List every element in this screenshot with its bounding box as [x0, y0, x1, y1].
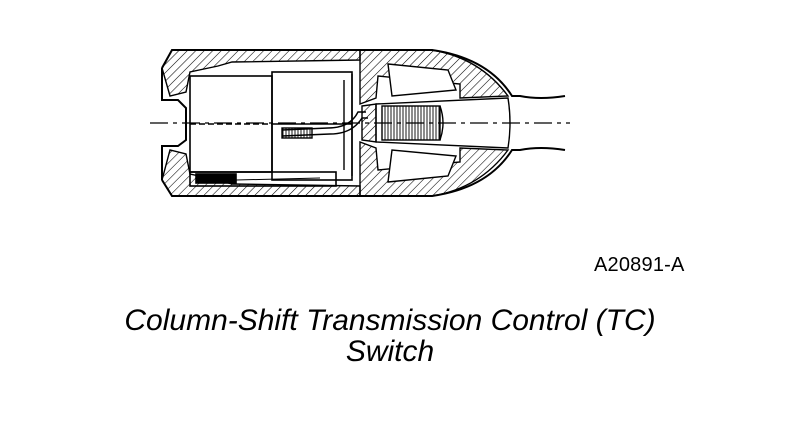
- switch-insert: [189, 71, 353, 187]
- housing-wall-lower: [161, 140, 510, 197]
- caption-line-2: Switch: [345, 335, 435, 368]
- figure-reference-code: A20891-A: [594, 254, 685, 276]
- caption-line-1: Column-Shift Transmission Control (TC): [124, 304, 656, 337]
- housing-wall-upper: [161, 49, 510, 106]
- contact-strip: [281, 74, 368, 176]
- figure-caption: Column-Shift Transmission Control (TC) S…: [40, 305, 740, 367]
